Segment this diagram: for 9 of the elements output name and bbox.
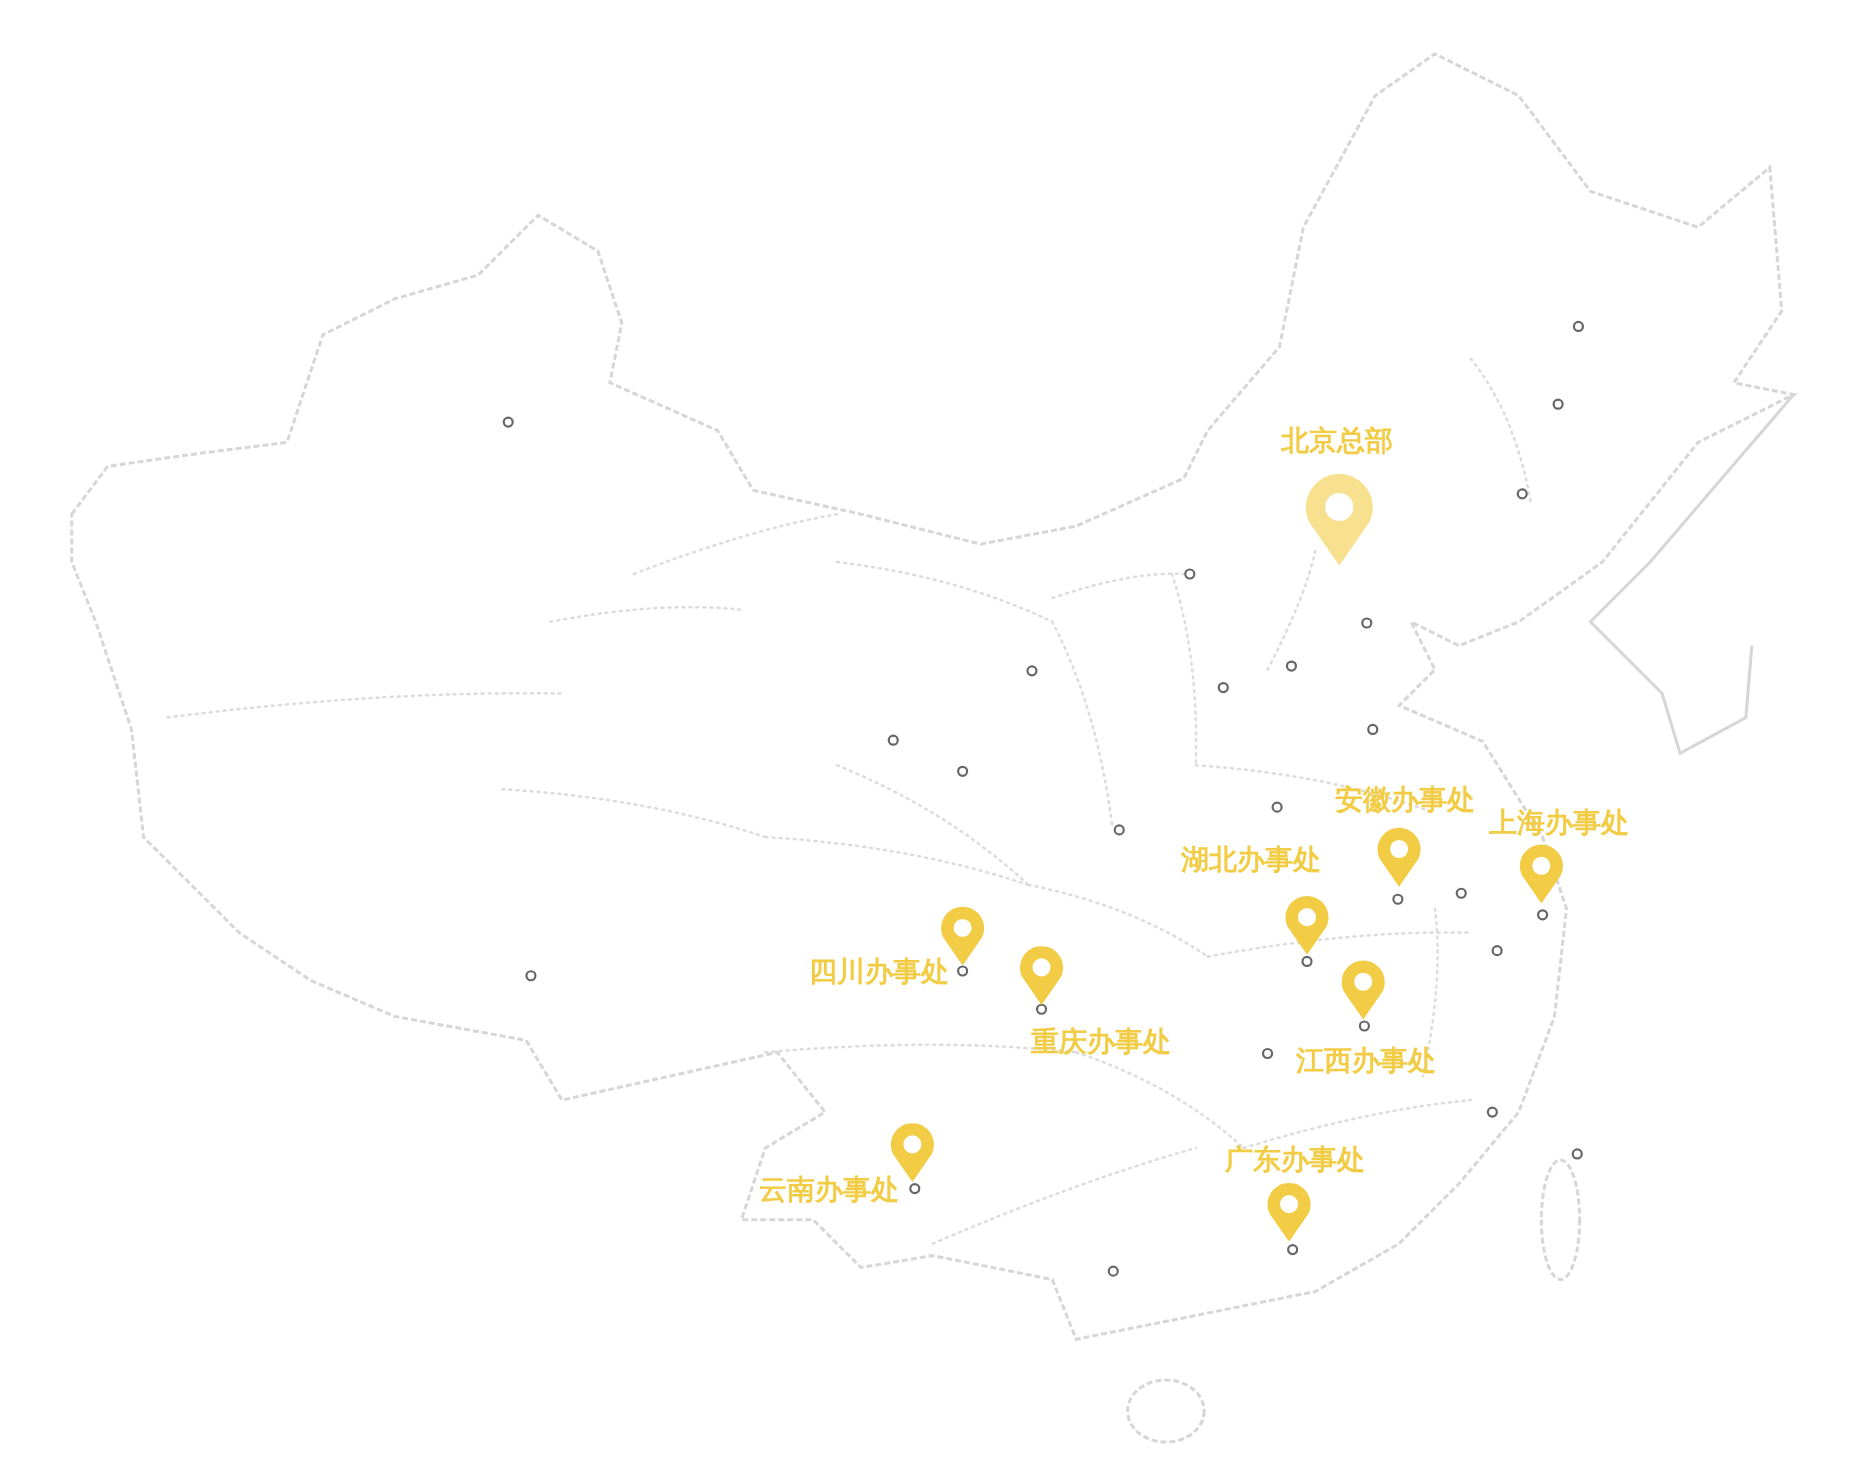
office-label: 北京总部 bbox=[1280, 423, 1393, 460]
office-label: 江西办事处 bbox=[1295, 1042, 1436, 1079]
office-label: 广东办事处 bbox=[1225, 1141, 1366, 1178]
office-label: 湖北办事处 bbox=[1180, 841, 1321, 878]
office-label: 重庆办事处 bbox=[1031, 1023, 1172, 1060]
office-label: 云南办事处 bbox=[758, 1171, 899, 1208]
office-label: 安徽办事处 bbox=[1335, 781, 1476, 818]
office-label: 上海办事处 bbox=[1489, 804, 1630, 841]
office-label: 四川办事处 bbox=[808, 954, 949, 991]
